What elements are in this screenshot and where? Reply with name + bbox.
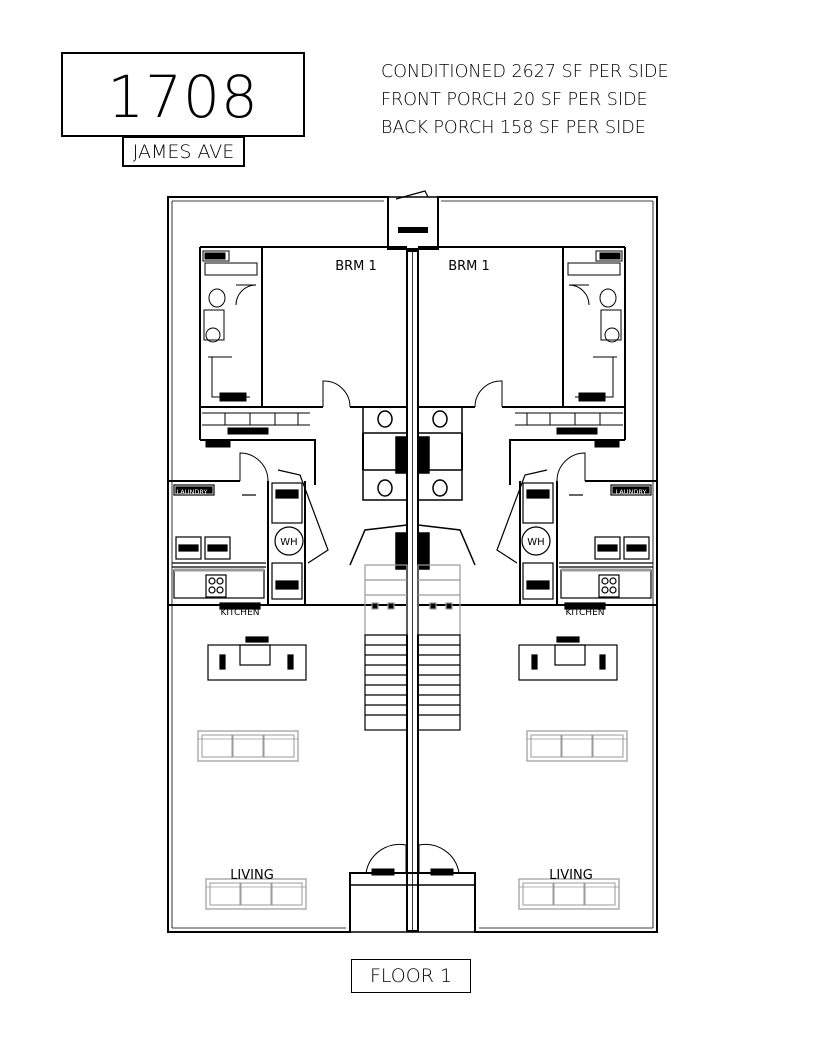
right-living-label: LIVING	[549, 868, 593, 883]
right-unit-walls	[418, 246, 657, 910]
left-bath-fixtures	[202, 250, 258, 402]
building-outline	[167, 190, 658, 933]
street-name-box: JAMES AVE	[122, 136, 245, 167]
stair-treads	[364, 634, 461, 731]
room-labels: BRM 1 BRM 1 LAUNDRY LAUNDRY WH WH KITCHE…	[177, 259, 647, 883]
left-closet	[202, 412, 310, 448]
right-kitchen-label: KITCHEN	[566, 608, 605, 618]
left-wh-label: WH	[280, 537, 297, 548]
back-porch-area-note: BACK PORCH 158 SF PER SIDE	[381, 118, 646, 138]
left-kitchen-label: KITCHEN	[221, 608, 260, 618]
left-bedroom-label: BRM 1	[335, 259, 377, 274]
floor-plan: BRM 1 BRM 1 LAUNDRY LAUNDRY WH WH KITCHE…	[160, 185, 665, 940]
left-bedroom-door	[239, 380, 351, 482]
stairs	[364, 564, 461, 636]
left-unit-walls	[168, 246, 407, 606]
front-porch-area-note: FRONT PORCH 20 SF PER SIDE	[381, 90, 648, 110]
left-kitchen	[173, 568, 307, 681]
right-laundry-label: LAUNDRY	[616, 488, 647, 496]
left-living-label: LIVING	[230, 868, 274, 883]
left-back-door	[365, 843, 407, 876]
central-core	[349, 406, 476, 570]
address-number: 1708	[107, 63, 259, 131]
floor-label-box: FLOOR 1	[351, 959, 471, 993]
left-sofa-lower	[205, 878, 307, 910]
left-mech	[271, 469, 329, 600]
right-bedroom-label: BRM 1	[448, 259, 490, 274]
left-sofa-upper	[197, 730, 299, 762]
floor-plan-drawing: BRM 1 BRM 1 LAUNDRY LAUNDRY WH WH KITCHE…	[167, 190, 658, 933]
street-name: JAMES AVE	[132, 141, 235, 163]
conditioned-area-note: CONDITIONED 2627 SF PER SIDE	[381, 62, 669, 82]
right-wh-label: WH	[527, 537, 544, 548]
floor-label: FLOOR 1	[369, 965, 453, 987]
left-laundry-label: LAUNDRY	[177, 488, 208, 496]
area-notes: CONDITIONED 2627 SF PER SIDE FRONT PORCH…	[381, 58, 781, 142]
address-number-box: 1708	[61, 52, 305, 137]
left-laundry	[172, 484, 266, 568]
party-wall	[406, 250, 419, 932]
